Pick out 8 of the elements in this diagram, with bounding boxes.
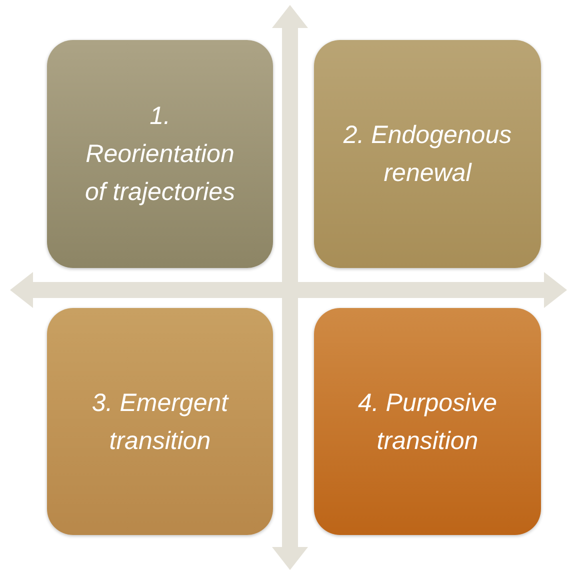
quadrant-label: 4. Purposive transition — [357, 388, 498, 456]
quadrant-label: 1. Reorientation of trajectories — [84, 101, 236, 208]
quadrant-box — [47, 308, 273, 535]
quadrant-label: 2. Endogenous renewal — [342, 120, 513, 189]
quadrant-box — [314, 40, 541, 268]
quadrant-label: 3. Emergent transition — [90, 388, 230, 456]
quadrant-box — [47, 40, 273, 268]
quadrant-box — [314, 308, 541, 535]
